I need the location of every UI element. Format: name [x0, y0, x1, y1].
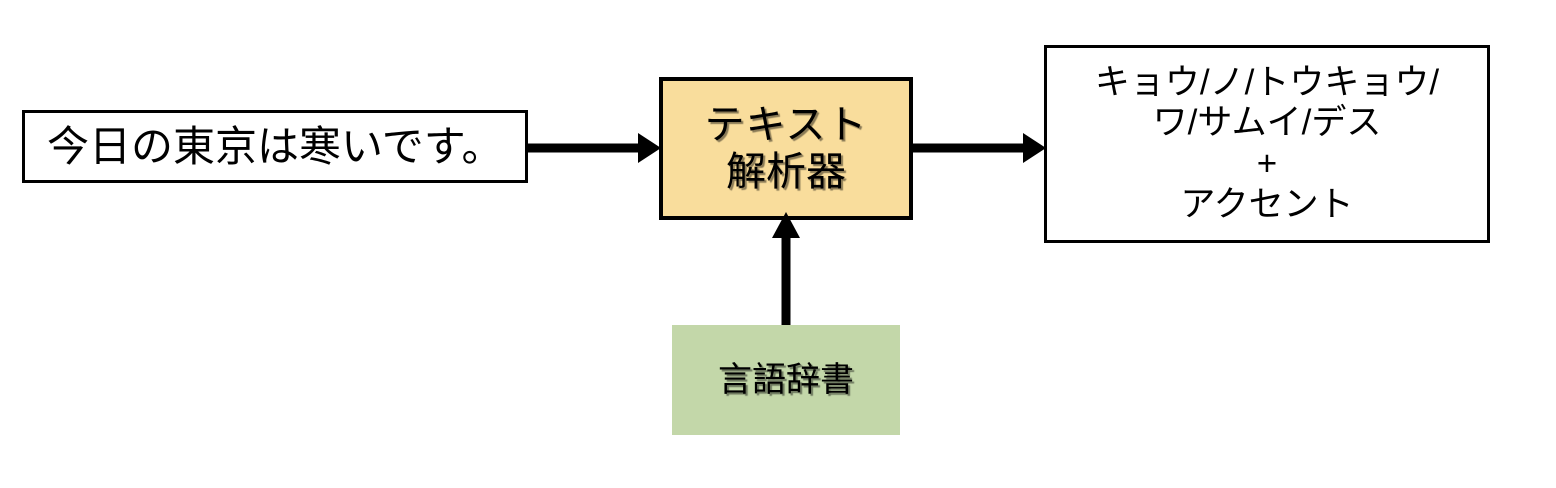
output-phonemes-box[interactable]: キョウ/ノ/トウキョウ/ ワ/サムイ/デス + アクセント — [1044, 45, 1490, 243]
arrow-input-to-analyzer — [528, 128, 663, 168]
output-line-3: + — [1256, 144, 1278, 183]
text-analyzer-box[interactable]: テキスト 解析器 — [659, 77, 913, 220]
arrow-dictionary-to-analyzer — [768, 212, 808, 330]
language-dictionary-box[interactable]: 言語辞書 — [672, 325, 900, 435]
arrow-analyzer-to-output — [913, 128, 1048, 168]
language-dictionary-label: 言語辞書 — [718, 360, 854, 399]
text-analyzer-label-line2: 解析器 — [726, 149, 846, 194]
input-sentence-label: 今日の東京は寒いです。 — [47, 122, 504, 170]
output-line-2: ワ/サムイ/デス — [1152, 103, 1382, 143]
text-analyzer-label-line1: テキスト — [704, 102, 868, 147]
output-line-4: アクセント — [1180, 184, 1354, 224]
input-sentence-box[interactable]: 今日の東京は寒いです。 — [22, 110, 528, 183]
output-line-1: キョウ/ノ/トウキョウ/ — [1094, 62, 1440, 102]
